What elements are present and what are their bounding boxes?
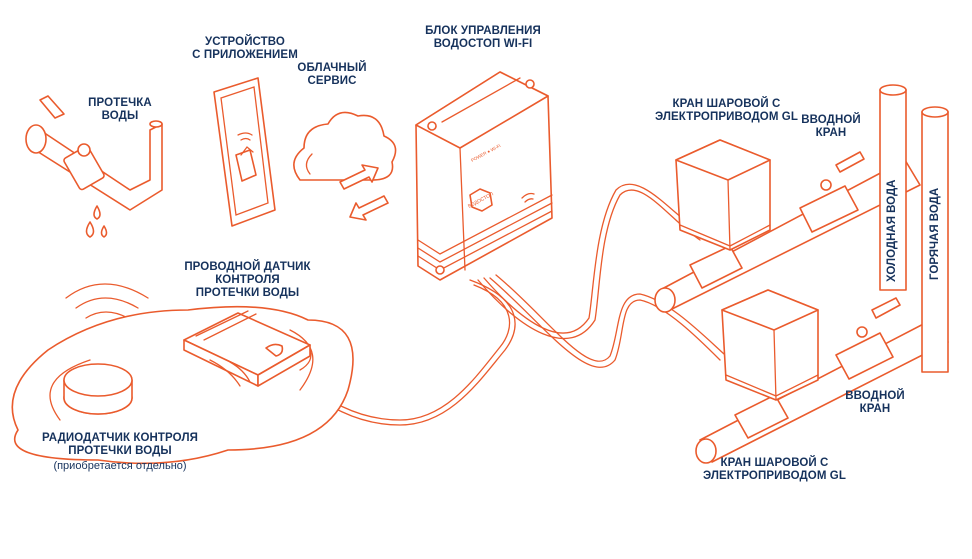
label-radio-note: (приобретается отдельно) (53, 460, 187, 472)
label-inlet-top: ВВОДНОЙ КРАН (801, 114, 861, 139)
actuator-bottom (721, 289, 819, 401)
cloud-icon (293, 111, 397, 181)
label-leak: ПРОТЕЧКА ВОДЫ (88, 97, 152, 122)
actuator-top (675, 139, 771, 251)
label-hot-water: ГОРЯЧАЯ ВОДА (929, 187, 941, 280)
label-device-app: УСТРОЙСТВО С ПРИЛОЖЕНИЕМ (192, 36, 298, 61)
wifi-signal-icon (65, 283, 149, 328)
control-unit: ВОДОСТОП POWER ● Wi-Fi (415, 71, 553, 281)
label-inlet-bottom: ВВОДНОЙ КРАН (845, 390, 905, 415)
smartphone-icon (213, 77, 276, 227)
radio-sensor (63, 363, 133, 415)
sync-arrows-icon (339, 164, 389, 221)
wire-unit-to-valve-bottom (489, 274, 725, 368)
label-valve-top: КРАН ШАРОВОЙ С ЭЛЕКТРОПРИВОДОМ GL (655, 98, 798, 123)
label-valve-bottom: КРАН ШАРОВОЙ С ЭЛЕКТРОПРИВОДОМ GL (703, 457, 846, 482)
pipe-network-top (654, 84, 921, 313)
leak-pipe (25, 95, 163, 238)
label-radio-sensor: РАДИОДАТЧИК КОНТРОЛЯ ПРОТЕЧКИ ВОДЫ (42, 432, 198, 457)
wired-sensor (183, 310, 312, 387)
wire-unit-to-valve-top (477, 183, 703, 339)
pipe-network-bottom (695, 106, 949, 464)
label-control-unit: БЛОК УПРАВЛЕНИЯ ВОДОСТОП WI-FI (425, 25, 541, 50)
label-wired-sensor: ПРОВОДНОЙ ДАТЧИК КОНТРОЛЯ ПРОТЕЧКИ ВОДЫ (184, 261, 311, 299)
label-cold-water: ХОЛОДНАЯ ВОДА (886, 179, 898, 282)
label-cloud: ОБЛАЧНЫЙ СЕРВИС (297, 62, 367, 87)
